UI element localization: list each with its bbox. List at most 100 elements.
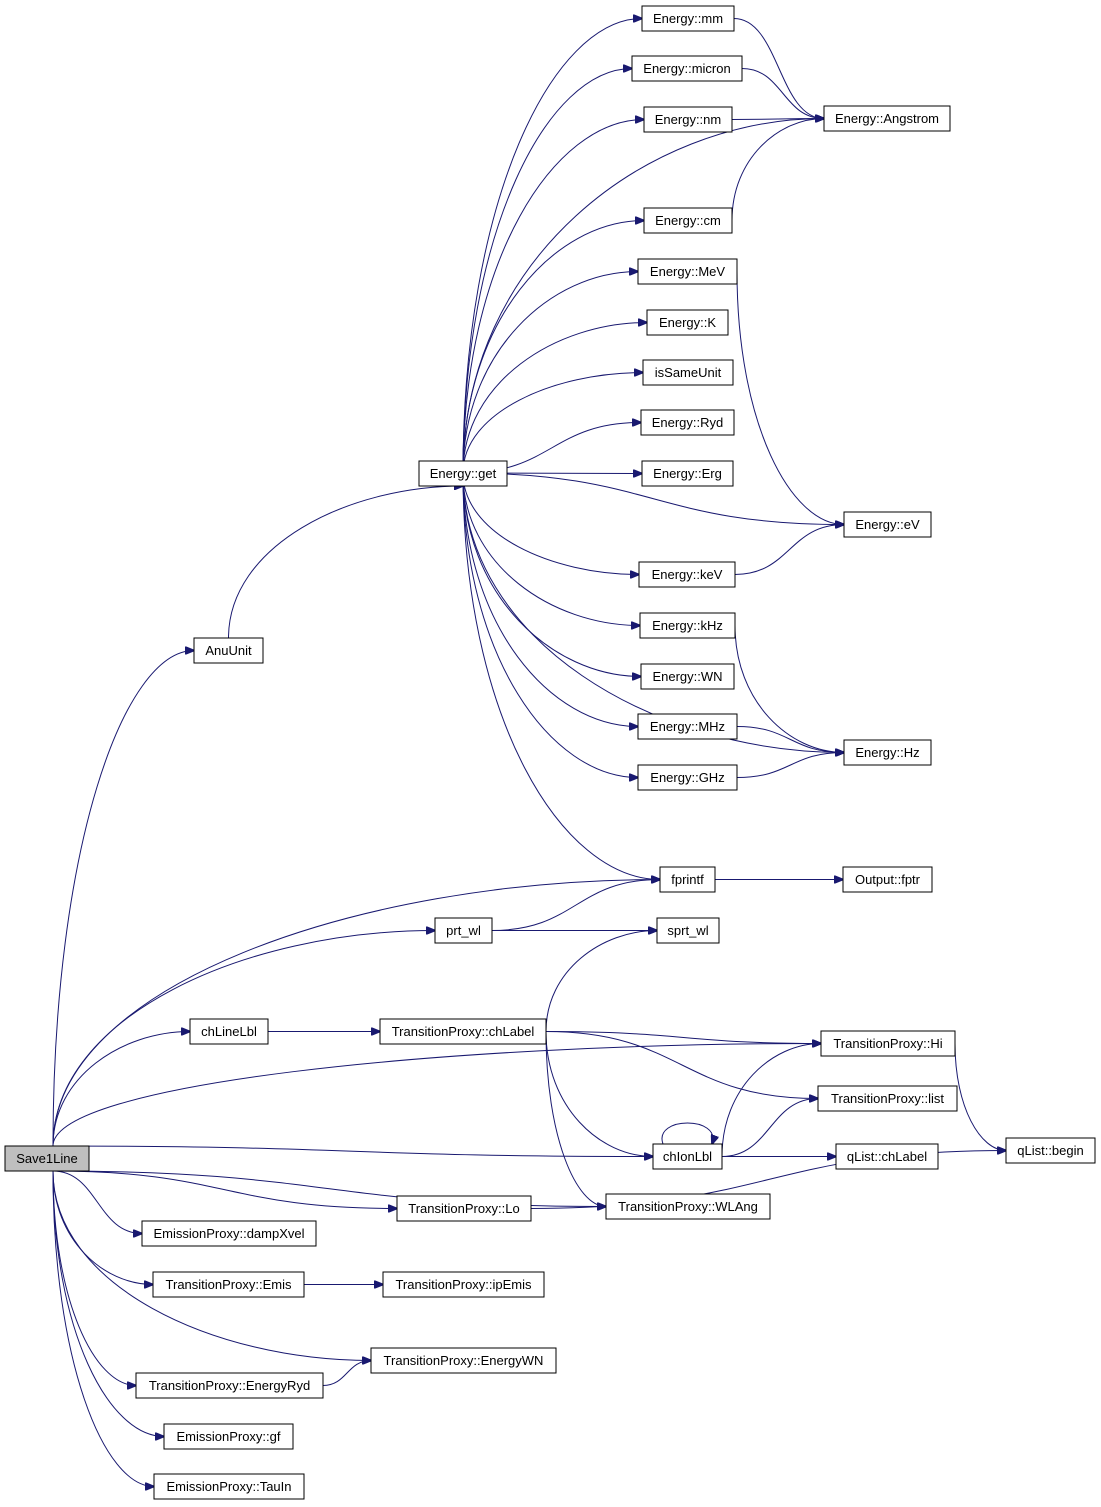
node-energy_kev[interactable]: Energy::keV bbox=[638, 561, 736, 588]
node-anuunit[interactable]: AnuUnit bbox=[193, 637, 264, 664]
node-label: Energy::Hz bbox=[855, 745, 919, 760]
node-label: Save1Line bbox=[16, 1151, 77, 1166]
edge-energy_get-to-energy_mm bbox=[462, 19, 642, 474]
node-box[interactable] bbox=[643, 207, 733, 234]
node-issameunit[interactable]: isSameUnit bbox=[642, 359, 734, 386]
node-box[interactable] bbox=[817, 1085, 958, 1112]
node-box[interactable] bbox=[643, 106, 733, 133]
edge-energy_get-to-energy_micron bbox=[462, 69, 632, 474]
node-tp_emis[interactable]: TransitionProxy::Emis bbox=[152, 1271, 305, 1298]
node-box[interactable] bbox=[652, 1143, 723, 1170]
node-box[interactable] bbox=[434, 917, 493, 944]
node-box[interactable] bbox=[835, 1143, 939, 1170]
node-box[interactable] bbox=[641, 460, 734, 487]
node-box[interactable] bbox=[637, 258, 738, 285]
node-qlist_chlabel[interactable]: qList::chLabel bbox=[835, 1143, 939, 1170]
node-box[interactable] bbox=[163, 1423, 294, 1450]
node-box[interactable] bbox=[605, 1193, 771, 1220]
node-box[interactable] bbox=[642, 359, 734, 386]
node-box[interactable] bbox=[141, 1220, 317, 1247]
node-box[interactable] bbox=[396, 1195, 532, 1222]
node-box[interactable] bbox=[843, 511, 932, 538]
node-box[interactable] bbox=[820, 1030, 956, 1057]
node-box[interactable] bbox=[135, 1372, 324, 1399]
node-box[interactable] bbox=[637, 713, 738, 740]
node-ep_dampxvel[interactable]: EmissionProxy::dampXvel bbox=[141, 1220, 317, 1247]
node-box[interactable] bbox=[842, 866, 933, 893]
node-box[interactable] bbox=[641, 5, 735, 32]
node-energy_hz[interactable]: Energy::Hz bbox=[843, 739, 932, 766]
node-energy_wn[interactable]: Energy::WN bbox=[640, 663, 735, 690]
node-box[interactable] bbox=[418, 460, 508, 487]
node-box[interactable] bbox=[153, 1473, 305, 1500]
edge-save1line-to-fprintf bbox=[52, 880, 660, 1147]
node-energy_mev[interactable]: Energy::MeV bbox=[637, 258, 738, 285]
edge-energy_get-to-energy_nm bbox=[462, 120, 644, 474]
node-chionlbl[interactable]: chIonLbl bbox=[652, 1143, 723, 1170]
node-box[interactable] bbox=[382, 1271, 545, 1298]
edge-energy_get-to-energy_cm bbox=[462, 221, 644, 474]
node-tp_lo[interactable]: TransitionProxy::Lo bbox=[396, 1195, 532, 1222]
node-box[interactable] bbox=[646, 309, 729, 336]
node-energy_get[interactable]: Energy::get bbox=[418, 460, 508, 487]
node-energy_erg[interactable]: Energy::Erg bbox=[641, 460, 734, 487]
node-box[interactable] bbox=[843, 739, 932, 766]
node-energy_mm[interactable]: Energy::mm bbox=[641, 5, 735, 32]
node-label: Energy::get bbox=[430, 466, 497, 481]
node-ep_gf[interactable]: EmissionProxy::gf bbox=[163, 1423, 294, 1450]
node-fprintf[interactable]: fprintf bbox=[659, 866, 716, 893]
node-box[interactable] bbox=[640, 663, 735, 690]
node-energy_ghz[interactable]: Energy::GHz bbox=[637, 764, 738, 791]
node-box[interactable] bbox=[631, 55, 743, 82]
node-save1line[interactable]: Save1Line bbox=[4, 1145, 90, 1172]
node-box[interactable] bbox=[823, 105, 951, 132]
node-box[interactable] bbox=[638, 561, 736, 588]
node-box[interactable] bbox=[193, 637, 264, 664]
node-tp_ipemis[interactable]: TransitionProxy::ipEmis bbox=[382, 1271, 545, 1298]
node-box[interactable] bbox=[4, 1145, 90, 1172]
node-qlist_begin[interactable]: qList::begin bbox=[1005, 1137, 1096, 1164]
node-label: qList::chLabel bbox=[847, 1149, 927, 1164]
node-box[interactable] bbox=[659, 866, 716, 893]
node-box[interactable] bbox=[639, 612, 736, 639]
node-output_fptr[interactable]: Output::fptr bbox=[842, 866, 933, 893]
node-box[interactable] bbox=[379, 1018, 547, 1045]
node-tp_hi[interactable]: TransitionProxy::Hi bbox=[820, 1030, 956, 1057]
node-box[interactable] bbox=[640, 409, 735, 436]
node-label: EmissionProxy::gf bbox=[176, 1429, 280, 1444]
node-ep_tauin[interactable]: EmissionProxy::TauIn bbox=[153, 1473, 305, 1500]
node-energy_ev[interactable]: Energy::eV bbox=[843, 511, 932, 538]
node-tp_chlabel[interactable]: TransitionProxy::chLabel bbox=[379, 1018, 547, 1045]
node-tp_energyryd[interactable]: TransitionProxy::EnergyRyd bbox=[135, 1372, 324, 1399]
node-box[interactable] bbox=[1005, 1137, 1096, 1164]
node-energy_ryd[interactable]: Energy::Ryd bbox=[640, 409, 735, 436]
node-energy_nm[interactable]: Energy::nm bbox=[643, 106, 733, 133]
node-prt_wl[interactable]: prt_wl bbox=[434, 917, 493, 944]
node-energy_angstrom[interactable]: Energy::Angstrom bbox=[823, 105, 951, 132]
node-box[interactable] bbox=[637, 764, 738, 791]
node-sprt_wl[interactable]: sprt_wl bbox=[656, 917, 720, 944]
edge-tp_chlabel-to-tp_hi bbox=[545, 1031, 821, 1044]
node-energy_micron[interactable]: Energy::micron bbox=[631, 55, 743, 82]
node-label: Energy::mm bbox=[653, 11, 723, 26]
node-label: chIonLbl bbox=[663, 1149, 712, 1164]
node-energy_cm[interactable]: Energy::cm bbox=[643, 207, 733, 234]
node-energy_k[interactable]: Energy::K bbox=[646, 309, 729, 336]
node-box[interactable] bbox=[370, 1347, 557, 1374]
node-box[interactable] bbox=[189, 1018, 269, 1045]
node-energy_khz[interactable]: Energy::kHz bbox=[639, 612, 736, 639]
node-box[interactable] bbox=[656, 917, 720, 944]
edge-save1line-to-ep_gf bbox=[52, 1170, 164, 1437]
node-label: sprt_wl bbox=[667, 923, 708, 938]
node-label: fprintf bbox=[671, 872, 704, 887]
edge-energy_get-to-energy_kev bbox=[462, 472, 639, 575]
edge-save1line-to-ep_tauin bbox=[52, 1170, 154, 1487]
node-tp_wlang[interactable]: TransitionProxy::WLAng bbox=[605, 1193, 771, 1220]
node-energy_mhz[interactable]: Energy::MHz bbox=[637, 713, 738, 740]
node-label: isSameUnit bbox=[655, 365, 722, 380]
node-chlinelbl[interactable]: chLineLbl bbox=[189, 1018, 269, 1045]
node-box[interactable] bbox=[152, 1271, 305, 1298]
node-tp_energywn[interactable]: TransitionProxy::EnergyWN bbox=[370, 1347, 557, 1374]
node-tp_list[interactable]: TransitionProxy::list bbox=[817, 1085, 958, 1112]
